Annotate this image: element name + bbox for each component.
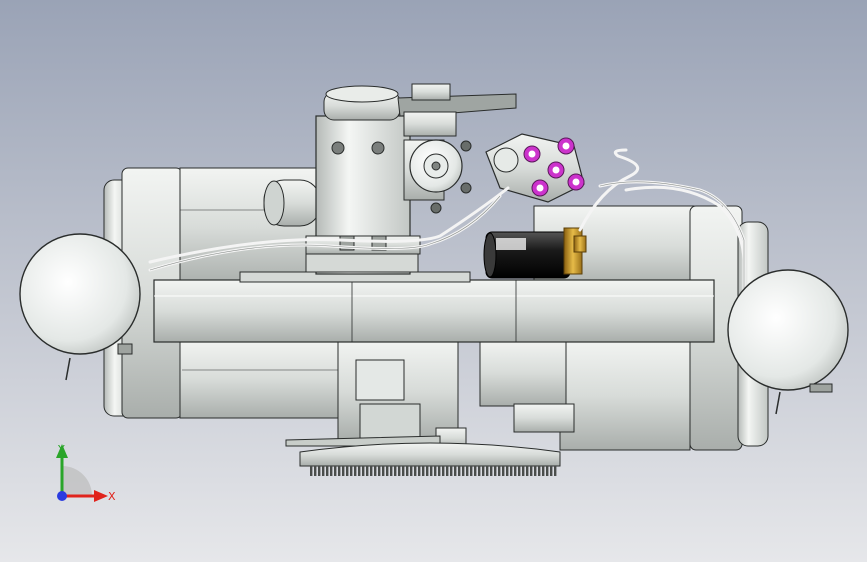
gear-tooth: [466, 466, 469, 476]
gear-tooth: [414, 466, 417, 476]
gear-tooth: [378, 466, 381, 476]
gear-tooth: [506, 466, 509, 476]
gear-tooth: [326, 466, 329, 476]
lower-center-block[interactable]: [337, 339, 467, 449]
base-plate[interactable]: [285, 435, 561, 467]
gear-tooth: [390, 466, 393, 476]
gear-tooth: [394, 466, 397, 476]
gear-tooth: [362, 466, 365, 476]
gear-tooth: [406, 466, 409, 476]
gear-tooth: [554, 466, 557, 476]
gear-tooth: [430, 466, 433, 476]
bolt-socket: [572, 178, 580, 186]
main-crossbar[interactable]: [153, 271, 715, 343]
gear-tooth: [310, 466, 313, 476]
gear-tooth: [382, 466, 385, 476]
gear-tooth: [374, 466, 377, 476]
gear-tooth: [370, 466, 373, 476]
gear-tooth: [418, 466, 421, 476]
z-axis-dot: [57, 491, 67, 501]
gear-tooth: [366, 466, 369, 476]
gear-tooth: [410, 466, 413, 476]
gear-tooth: [330, 466, 333, 476]
gear-tooth: [458, 466, 461, 476]
gear-tooth: [354, 466, 357, 476]
gear-tooth: [334, 466, 337, 476]
gear-tooth: [526, 466, 529, 476]
left-motor-housing[interactable]: [103, 167, 351, 419]
gear-tooth: [350, 466, 353, 476]
gear-tooth: [450, 466, 453, 476]
bolt-socket: [536, 184, 544, 192]
gear-tooth: [454, 466, 457, 476]
coordinate-triad: Y X: [56, 443, 116, 503]
right-wheel-disc[interactable]: [727, 269, 849, 415]
bolt-socket: [562, 142, 570, 150]
gear-tooth: [318, 466, 321, 476]
gear-tooth: [358, 466, 361, 476]
gear-tooth: [510, 466, 513, 476]
y-axis-label: Y: [57, 443, 65, 456]
gear-tooth: [490, 466, 493, 476]
gear-tooth: [314, 466, 317, 476]
gear-tooth: [446, 466, 449, 476]
cables-outline: [149, 181, 745, 290]
gear-tooth: [442, 466, 445, 476]
gear-tooth: [398, 466, 401, 476]
gear-tooth: [434, 466, 437, 476]
top-lever-arm[interactable]: [397, 83, 517, 137]
gear-tooth: [478, 466, 481, 476]
gear-tooth: [494, 466, 497, 476]
gear-tooth: [498, 466, 501, 476]
left-cylinder-boss[interactable]: [263, 179, 321, 227]
gear-tooth: [338, 466, 341, 476]
gear-tooth: [538, 466, 541, 476]
gear-tooth: [322, 466, 325, 476]
gear-tooth: [470, 466, 473, 476]
gear-tooth: [486, 466, 489, 476]
gear-tooth: [518, 466, 521, 476]
gear-tooth: [514, 466, 517, 476]
gear-tooth: [550, 466, 553, 476]
gear-tooth: [462, 466, 465, 476]
gear-tooth: [346, 466, 349, 476]
gear-tooth: [482, 466, 485, 476]
left-wheel-disc[interactable]: [19, 233, 141, 381]
gear-tooth: [542, 466, 545, 476]
gear-tooth: [546, 466, 549, 476]
gear-tooth: [502, 466, 505, 476]
ring-gear-teeth: [310, 466, 557, 476]
gear-tooth: [386, 466, 389, 476]
bolt-socket: [552, 166, 560, 174]
gear-tooth: [342, 466, 345, 476]
gear-tooth: [402, 466, 405, 476]
pump-head[interactable]: [403, 139, 472, 214]
gear-tooth: [426, 466, 429, 476]
gear-tooth: [534, 466, 537, 476]
black-actuator[interactable]: [483, 231, 571, 279]
gear-tooth: [522, 466, 525, 476]
gear-tooth: [474, 466, 477, 476]
y-axis-arrow: [56, 444, 68, 458]
magenta-bolts: [523, 137, 585, 197]
bolt-socket: [528, 150, 536, 158]
x-axis-arrow: [94, 490, 108, 502]
gear-tooth: [422, 466, 425, 476]
gear-tooth: [530, 466, 533, 476]
brass-fitting[interactable]: [563, 227, 587, 275]
x-axis-label: X: [108, 490, 116, 503]
gear-tooth: [438, 466, 441, 476]
